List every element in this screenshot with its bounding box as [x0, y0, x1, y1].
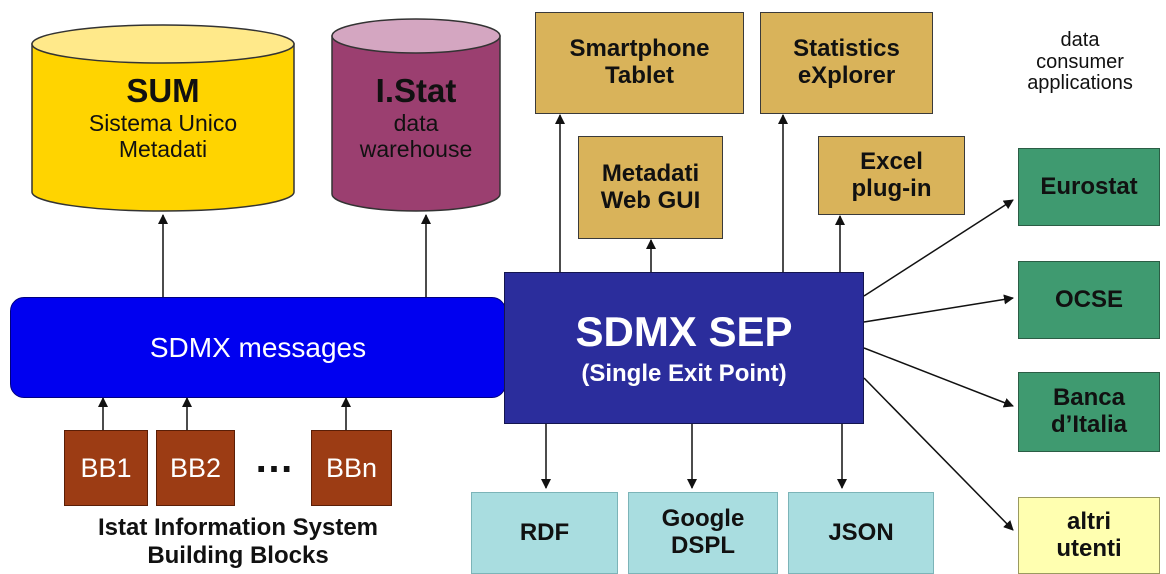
- istat-cylinder-label: I.Stat data warehouse: [332, 72, 500, 163]
- statistics-line1: Statistics: [793, 35, 900, 63]
- eurostat-box: Eurostat: [1018, 148, 1160, 226]
- altri-line2: utenti: [1056, 534, 1122, 562]
- building-block-bbn: BBn: [311, 430, 392, 506]
- google-dspl-box: Google DSPL: [628, 492, 778, 574]
- bbn-label: BBn: [325, 452, 378, 483]
- consumer-caption-line1: data: [1060, 29, 1100, 51]
- rdf-label: RDF: [519, 518, 570, 546]
- smartphone-line1: Smartphone: [569, 35, 710, 63]
- json-label: JSON: [828, 518, 894, 546]
- building-block-bb1: BB1: [64, 430, 148, 506]
- istat-cylinder: [331, 18, 501, 212]
- istat-line2: warehouse: [359, 136, 473, 163]
- statistics-explorer-box: Statistics eXplorer: [760, 12, 933, 114]
- metadati-line2: Web GUI: [600, 186, 701, 214]
- istat-title: I.Stat: [375, 72, 457, 109]
- ocse-label: OCSE: [1054, 285, 1123, 313]
- bb1-label: BB1: [80, 452, 132, 483]
- sdmx-sep-box: SDMX SEP (Single Exit Point): [504, 272, 864, 424]
- smartphone-tablet-box: Smartphone Tablet: [535, 12, 744, 114]
- ocse-box: OCSE: [1018, 261, 1160, 339]
- building-blocks-caption: Istat Information System Building Blocks: [28, 514, 448, 569]
- arrow-to-altri: [863, 377, 1014, 531]
- sum-line1: Sistema Unico: [88, 109, 238, 136]
- altri-utenti-box: altri utenti: [1018, 497, 1160, 574]
- statistics-line2: eXplorer: [797, 62, 896, 89]
- metadati-web-gui-box: Metadati Web GUI: [578, 136, 723, 239]
- sep-title: SDMX SEP: [575, 308, 793, 356]
- consumer-caption-line2: consumer: [1036, 50, 1124, 73]
- json-box: JSON: [788, 492, 934, 574]
- banca-line2: d’Italia: [1050, 411, 1128, 438]
- sum-cylinder-label: SUM Sistema Unico Metadati: [32, 72, 294, 163]
- google-line2: DSPL: [670, 532, 735, 559]
- metadati-line1: Metadati: [601, 159, 700, 187]
- arrow-to-ocse: [863, 294, 1014, 323]
- altri-line1: altri: [1066, 507, 1111, 535]
- rdf-box: RDF: [471, 492, 618, 574]
- ellipsis: …: [254, 437, 294, 481]
- sum-cylinder: [31, 24, 295, 212]
- bb-caption-line1: Istat Information System: [97, 514, 379, 541]
- arrow-to-banca: [863, 347, 1014, 408]
- sdmx-messages-bar: SDMX messages: [10, 297, 506, 398]
- banca-line1: Banca: [1052, 384, 1126, 412]
- sdmx-messages-label: SDMX messages: [149, 331, 367, 363]
- arrow-to-eurostat: [863, 199, 1014, 297]
- bb-caption-line2: Building Blocks: [147, 541, 329, 569]
- building-block-bb2: BB2: [156, 430, 235, 506]
- bb2-label: BB2: [169, 452, 222, 483]
- excel-plugin-box: Excel plug-in: [818, 136, 965, 215]
- consumer-applications-caption: data consumer applications: [1000, 29, 1160, 95]
- excel-line2: plug-in: [851, 174, 932, 202]
- eurostat-label: Eurostat: [1040, 172, 1138, 200]
- excel-line1: Excel: [860, 147, 923, 175]
- sum-title: SUM: [126, 72, 200, 109]
- google-line1: Google: [661, 505, 745, 533]
- istat-line1: data: [393, 109, 439, 136]
- sum-line2: Metadati: [118, 136, 208, 163]
- sep-subtitle: (Single Exit Point): [581, 360, 787, 388]
- consumer-caption-line3: applications: [1027, 72, 1133, 95]
- smartphone-line2: Tablet: [605, 62, 674, 89]
- banca-italia-box: Banca d’Italia: [1018, 372, 1160, 452]
